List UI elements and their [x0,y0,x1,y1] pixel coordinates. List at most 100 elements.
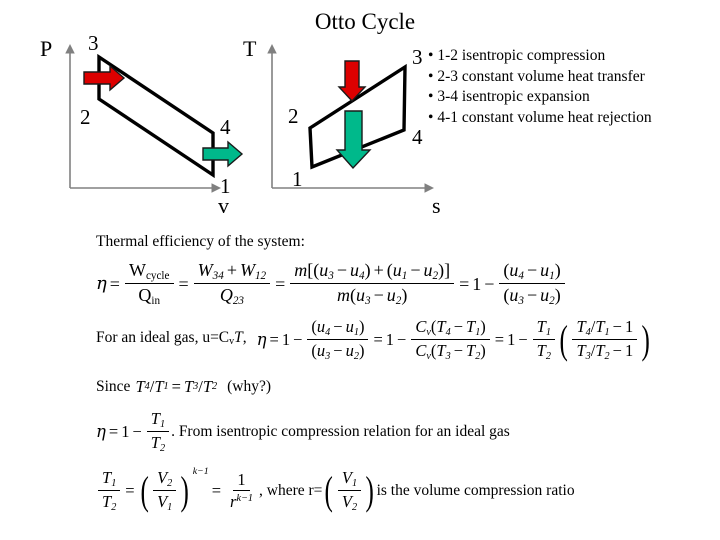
symbol-equals: = [108,421,119,441]
symbol-T: T [202,376,213,396]
symbol-minus: − [484,274,495,294]
ts-y-axis-label: T [243,36,257,61]
fraction-T1-T2: T1 T2 [146,409,170,454]
pv-x-axis-label: v [218,193,229,218]
sub-23: 23 [232,295,244,308]
sub-1: 1 [604,326,610,338]
fraction-T4T1-T3T2: T4/T1−1 T3/T2−1 [572,317,638,362]
symbol-u: u [345,341,354,360]
symbol-plus: + [226,259,237,280]
symbol-W: W [128,259,146,280]
sub-2: 2 [395,295,402,308]
equation-efficiency: η = Wcycle Qin = W34+W12 Q23 = m[(u3−u4)… [96,258,712,310]
symbol-W: W [239,259,255,280]
ts-x-axis-label: s [432,193,440,218]
sub-2: 2 [353,350,359,362]
sub-1: 1 [167,501,173,513]
symbol-eta: η [96,273,107,294]
symbol-lparen: ( [311,341,317,360]
intro-text: Thermal efficiency of the system: [96,233,305,250]
pv-diagram: P v 3 2 4 1 [40,31,244,218]
sub-4: 4 [518,269,524,282]
symbol-u: u [316,317,326,337]
symbol-equals: = [178,274,189,294]
list-item: • 3-4 isentropic expansion [428,87,718,108]
symbol-minus: − [453,317,463,337]
symbol-u: u [316,341,326,360]
symbol-lbracket: [ [307,259,314,280]
ts-diagram: T s 2 3 4 1 [243,36,441,218]
symbol-u: u [540,259,550,280]
pv-cycle-path [97,53,215,179]
symbol-slash: / [590,317,596,337]
symbol-eta: η [256,329,267,349]
exponent-k-minus-1: k−1 [236,493,254,505]
pv-state-3-label: 3 [88,31,99,55]
sub-2: 2 [549,295,555,308]
sub-2: 2 [212,380,218,392]
symbol-T: T [150,409,160,429]
page-title: Otto Cycle [314,9,416,34]
symbol-rparen-big: ) [180,467,190,513]
sub-cycle: cycle [145,269,170,282]
symbol-equals: = [275,274,286,294]
symbol-rparen: ) [364,259,371,280]
fraction-V1-V2: V1 V2 [337,469,362,513]
symbol-minus: − [373,285,384,305]
symbol-one: 1 [281,329,291,349]
symbol-equals: = [109,274,120,294]
bullet-text: 1-2 isentropic compression [437,47,606,64]
symbol-rbracket: ] [444,259,451,280]
symbol-V: V [157,492,168,511]
fraction-u4u1-u3u2: (u4−u1) (u3−u2) [307,317,369,362]
list-item: • 2-3 constant volume heat transfer [428,67,718,88]
ideal-gas-prefix-sub: v [229,336,235,348]
pv-heat-out-arrow [202,140,244,168]
symbol-T: T [595,341,605,360]
pv-y-axis-label: P [40,36,52,61]
symbol-T: T [102,468,112,488]
symbol-equals: = [494,329,505,349]
symbol-W: W [197,259,213,280]
symbol-rparen: ) [358,341,365,360]
symbol-V: V [157,468,168,488]
bullet-text: 2-3 constant volume heat transfer [437,67,645,85]
symbol-T: T [183,376,194,396]
symbol-T: T [466,317,476,337]
symbol-minus: − [397,329,407,349]
symbol-rparen: ) [401,285,408,305]
sub-4: 4 [445,326,451,338]
sub-4: 4 [359,269,365,282]
equation-ideal-gas: For an ideal gas, u=CvT, η = 1 − (u4−u1)… [96,314,712,366]
exponent-k-minus-1: k−1 [192,466,209,478]
symbol-T: T [436,341,446,360]
symbol-slash: / [198,376,203,396]
symbol-lparen-big: ( [140,467,149,513]
symbol-minus: − [526,285,538,305]
symbol-T: T [595,317,605,337]
symbol-T: T [576,341,586,360]
sub-4: 4 [144,380,150,392]
list-item: • 1-2 isentropic compression [428,46,718,67]
symbol-u: u [509,259,519,280]
symbol-minus: − [526,259,538,280]
symbol-one: 1 [121,421,130,441]
sub-2: 2 [111,501,117,513]
symbol-lparen: ( [503,285,510,305]
sub-2: 2 [159,442,166,454]
symbol-one: 1 [472,274,482,294]
symbol-lparen: ( [430,317,437,337]
sub-2: 2 [475,350,481,362]
bullet-marker: • [428,88,434,105]
symbol-slash: / [149,376,155,396]
fraction-T1-T2: T1 T2 [98,468,121,513]
symbol-m: m [294,259,308,280]
sub-34: 34 [212,269,224,282]
symbol-u: u [350,259,360,280]
ratio-tail-text: is the volume compression ratio [376,482,575,499]
symbol-rparen: ) [480,317,486,337]
symbol-T: T [436,317,446,337]
pv-state-4-label: 4 [220,115,231,139]
sub-1: 1 [401,269,408,282]
